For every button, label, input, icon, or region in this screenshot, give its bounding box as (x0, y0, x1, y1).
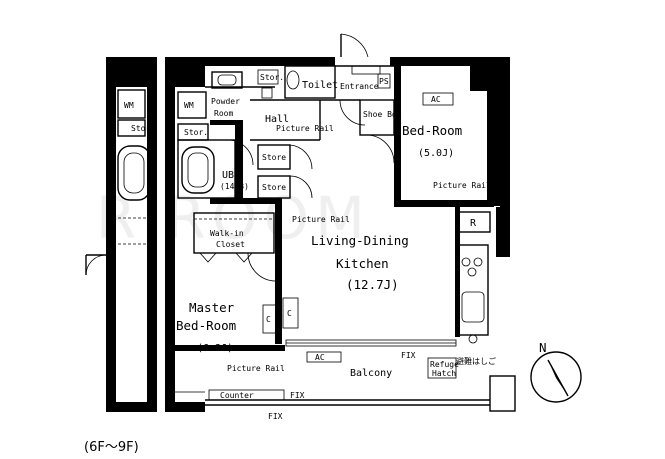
ldk-label: Living-Dining (311, 233, 409, 248)
neighbor-unit: WM Stor. (85, 57, 157, 412)
walkin-label-2: Closet (216, 240, 245, 249)
ldk-size-label: (12.7J) (346, 277, 399, 292)
master-bedroom: C Master Bed-Room (6.3J) Picture Rail (176, 300, 285, 373)
bedroom-5j: AC Bed-Room (5.0J) Picture Rail (368, 92, 491, 190)
master-label-1: Master (189, 300, 235, 315)
wm-label: WM (184, 101, 194, 110)
kitchen-label: Kitchen (336, 256, 389, 271)
balcony: FIX AC Balcony Refuge Hatch 避難はしご Counte… (175, 339, 516, 421)
shoe-box-label: Shoe Box (363, 110, 402, 119)
master-label-2: Bed-Room (176, 318, 236, 333)
ub-size-label: (1418) (220, 182, 249, 191)
walk-in-closet: Walk-in Closet Picture Rail (193, 212, 350, 282)
bedroom-label: Bed-Room (402, 123, 462, 138)
refuge-hatch-label-2: Hatch (432, 369, 456, 378)
store-label-2: Store (262, 183, 286, 192)
ub-label: UB (222, 170, 234, 181)
neighbor-wm-label: WM (124, 101, 134, 110)
stor-label-2: Stor. (184, 128, 208, 137)
picture-rail-bedroom: Picture Rail (433, 181, 491, 190)
powder-room-label-1: Powder (211, 97, 240, 106)
floor-range-note: (6F〜9F) (84, 440, 139, 455)
fix-label-1: FIX (401, 351, 416, 360)
ac-label-ldk: AC (315, 353, 325, 362)
powder-room-label-2: Room (214, 109, 233, 118)
walkin-label-1: Walk-in (210, 229, 244, 238)
store-label-1: Store (262, 153, 286, 162)
kitchen-counter: R (457, 211, 491, 344)
ldk: Living-Dining Kitchen (12.7J) C (282, 233, 409, 329)
bedroom-size-label: (5.0J) (418, 148, 454, 159)
entrance-door (335, 33, 395, 75)
fix-label-3: FIX (268, 412, 283, 421)
north-compass: N (530, 340, 582, 403)
evacuation-ladder-label: 避難はしご (456, 356, 496, 366)
ac-label-bedroom: AC (431, 95, 441, 104)
c-label-1: C (287, 309, 292, 318)
counter-label: Counter (220, 391, 254, 400)
stor-label-1: Stor. (260, 73, 284, 82)
picture-rail-master: Picture Rail (227, 364, 285, 373)
master-size-label: (6.3J) (197, 343, 233, 354)
picture-rail-lining: Picture Rail (292, 215, 350, 224)
fix-label-2: FIX (290, 391, 305, 400)
refuge-hatch-label-1: Refuge (430, 360, 459, 369)
entrance-label: Entrance (340, 82, 379, 91)
ps-label: PS (379, 77, 389, 86)
neighbor-stor-label: Stor. (131, 124, 155, 133)
refrigerator-label: R (470, 218, 477, 229)
picture-rail-hall: Picture Rail (276, 124, 334, 133)
balcony-label: Balcony (350, 368, 392, 379)
toilet-label: Toilet (302, 80, 338, 91)
hall-label: Hall (265, 114, 289, 125)
c-label-2: C (266, 315, 271, 324)
compass-north-label: N (539, 340, 547, 355)
wet-area: Stor. Toilet Entrance PS WM Powder Room … (177, 65, 402, 199)
